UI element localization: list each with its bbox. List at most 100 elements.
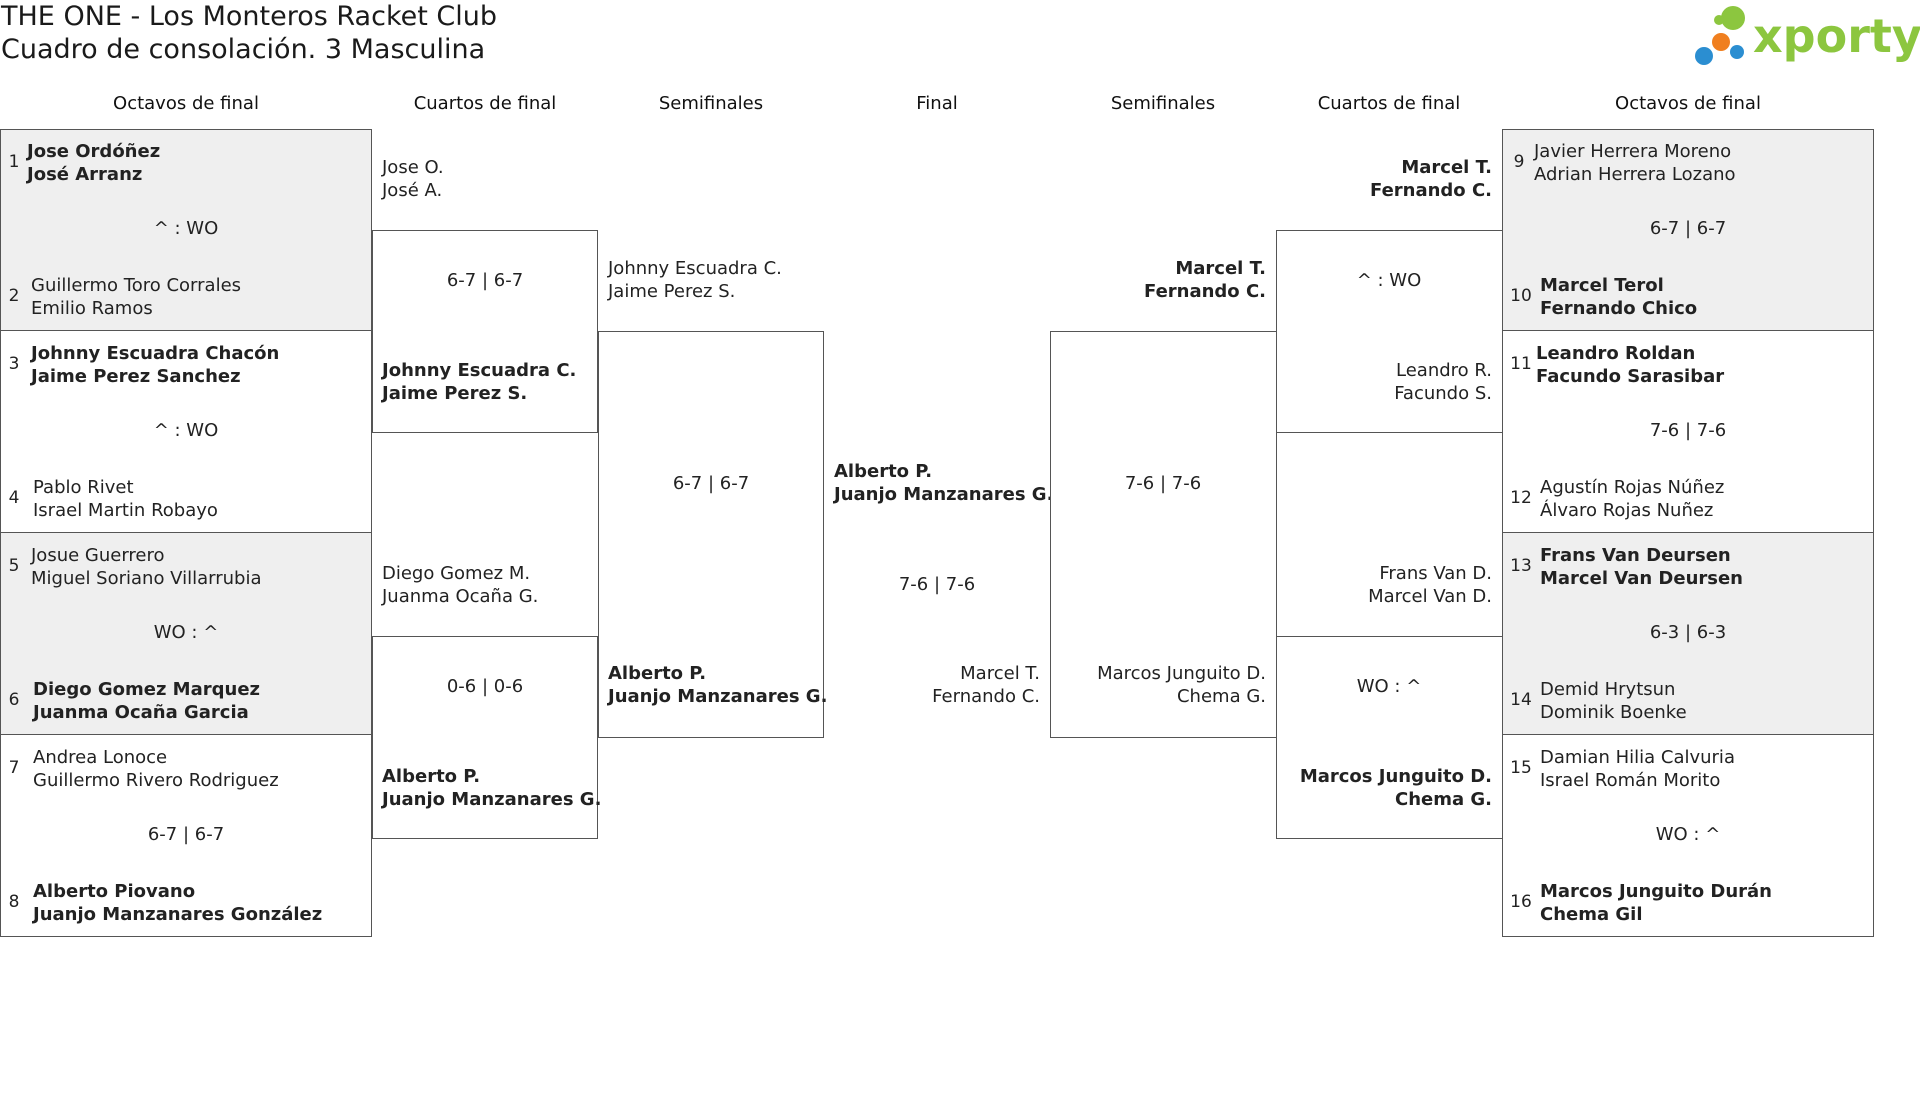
player-name[interactable]: Juanjo Manzanares G. <box>382 789 602 810</box>
player-name[interactable]: Jose O. <box>382 157 444 178</box>
player-name[interactable]: Andrea Lonoce <box>33 747 168 768</box>
player-name[interactable]: Chema G. <box>1394 789 1492 810</box>
logo-dot-orange-icon <box>1712 33 1730 51</box>
player-name[interactable]: Marcel Van Deursen <box>1540 568 1744 589</box>
player-name[interactable]: Alberto P. <box>382 766 481 787</box>
seed-number: 3 <box>8 354 20 374</box>
final-score: 7-6 | 7-6 <box>898 574 976 595</box>
player-name[interactable]: Johnny Escuadra C. <box>608 258 782 279</box>
player-name[interactable]: Guillermo Rivero Rodriguez <box>33 770 279 791</box>
player-name[interactable]: José A. <box>382 180 443 201</box>
player-name[interactable]: Marcos Junguito D. <box>1097 663 1266 684</box>
player-name[interactable]: Leandro R. <box>1396 360 1492 381</box>
col-header-left-r16: Octavos de final <box>113 93 259 114</box>
xporty-logo[interactable]: xporty <box>1693 2 1920 68</box>
seed-number: 15 <box>1510 758 1532 778</box>
player-name[interactable]: Pablo Rivet <box>33 477 134 498</box>
match-score: ^ : WO <box>153 218 219 239</box>
col-header-right-sf: Semifinales <box>1110 93 1216 114</box>
col-header-left-qf: Cuartos de final <box>413 93 557 114</box>
match-score: 6-3 | 6-3 <box>1649 622 1727 643</box>
col-header-final: Final <box>916 93 958 114</box>
player-name[interactable]: Dominik Boenke <box>1540 702 1687 723</box>
player-name[interactable]: Juanjo Manzanares G. <box>608 686 828 707</box>
player-name[interactable]: Fernando C. <box>1370 180 1492 201</box>
match-score: 0-6 | 0-6 <box>446 676 524 697</box>
player-name[interactable]: Marcos Junguito Durán <box>1540 881 1772 902</box>
player-name[interactable]: Alberto P. <box>608 663 707 684</box>
player-name[interactable]: Israel Martin Robayo <box>33 500 218 521</box>
player-name[interactable]: Jose Ordóñez <box>27 141 161 162</box>
player-name[interactable]: Facundo Sarasibar <box>1536 366 1725 387</box>
player-name[interactable]: Jaime Perez S. <box>382 383 528 404</box>
player-name[interactable]: Demid Hrytsun <box>1540 679 1676 700</box>
player-name[interactable]: Juanma Ocaña G. <box>382 586 539 607</box>
player-name[interactable]: Marcel Terol <box>1540 275 1664 296</box>
player-name[interactable]: Fernando C. <box>932 686 1040 707</box>
player-name[interactable]: Javier Herrera Moreno <box>1534 141 1732 162</box>
seed-number: 16 <box>1510 892 1532 912</box>
match-box-right-r16-3 <box>1502 532 1874 735</box>
player-name[interactable]: Diego Gomez M. <box>382 563 531 584</box>
match-box-right-qf-2 <box>1276 636 1503 839</box>
xporty-logo-mark: xporty <box>1695 6 1920 65</box>
logo-wordmark: xporty <box>1753 9 1920 63</box>
player-name[interactable]: Álvaro Rojas Nuñez <box>1540 500 1714 521</box>
player-name[interactable]: Miguel Soriano Villarrubia <box>31 568 262 589</box>
seed-number: 9 <box>1513 152 1525 172</box>
match-score: WO : ^ <box>1655 824 1721 845</box>
match-box-left-qf-2 <box>372 636 598 839</box>
seed-number: 7 <box>8 758 20 778</box>
match-box-left-r16-2 <box>0 330 372 533</box>
player-name[interactable]: Guillermo Toro Corrales <box>31 275 242 296</box>
player-name[interactable]: Facundo S. <box>1394 383 1492 404</box>
player-name[interactable]: Alberto Piovano <box>33 881 196 902</box>
match-box-left-r16-4 <box>0 734 372 937</box>
player-name[interactable]: Frans Van D. <box>1379 563 1492 584</box>
match-box-right-r16-1 <box>1502 129 1874 331</box>
player-name[interactable]: Chema Gil <box>1540 904 1643 925</box>
player-name[interactable]: Juanma Ocaña Garcia <box>33 702 249 723</box>
match-score: 6-7 | 6-7 <box>147 824 225 845</box>
logo-dot-green-icon <box>1721 6 1745 30</box>
match-box-right-r16-4 <box>1502 734 1874 937</box>
player-name[interactable]: Josue Guerrero <box>31 545 165 566</box>
player-name[interactable]: Juanjo Manzanares G. <box>834 484 1054 505</box>
player-name[interactable]: Emilio Ramos <box>31 298 153 319</box>
seed-number: 14 <box>1510 690 1532 710</box>
player-name[interactable]: Fernando Chico <box>1540 298 1698 319</box>
player-name[interactable]: Johnny Escuadra C. <box>382 360 577 381</box>
player-name[interactable]: Adrian Herrera Lozano <box>1534 164 1736 185</box>
player-name[interactable]: Marcos Junguito D. <box>1299 766 1492 787</box>
player-name[interactable]: José Arranz <box>27 164 143 185</box>
player-name[interactable]: Frans Van Deursen <box>1540 545 1731 566</box>
draw-subtitle: Cuadro de consolación. 3 Masculina <box>1 34 486 65</box>
seed-number: 13 <box>1510 556 1532 576</box>
player-name[interactable]: Jaime Perez S. <box>608 281 736 302</box>
seed-number: 12 <box>1510 488 1532 508</box>
seed-number: 1 <box>8 152 20 172</box>
seed-number: 10 <box>1510 286 1532 306</box>
logo-dot-green-small-icon <box>1714 15 1724 25</box>
logo-dot-blue-small-icon <box>1730 45 1744 59</box>
player-name[interactable]: Marcel T. <box>1401 157 1492 178</box>
player-name[interactable]: Marcel Van D. <box>1368 586 1492 607</box>
player-name[interactable]: Leandro Roldan <box>1536 343 1696 364</box>
tournament-title: THE ONE - Los Monteros Racket Club <box>1 1 498 32</box>
match-score: 7-6 | 7-6 <box>1649 420 1727 441</box>
player-name[interactable]: Marcel T. <box>960 663 1040 684</box>
player-name[interactable]: Chema G. <box>1176 686 1266 707</box>
match-score: 6-7 | 6-7 <box>446 270 524 291</box>
player-name[interactable]: Alberto P. <box>834 461 933 482</box>
player-name[interactable]: Marcel T. <box>1175 258 1266 279</box>
seed-number: 6 <box>8 690 20 710</box>
player-name[interactable]: Jaime Perez Sanchez <box>31 366 241 387</box>
player-name[interactable]: Johnny Escuadra Chacón <box>31 343 280 364</box>
player-name[interactable]: Damian Hilia Calvuria <box>1540 747 1735 768</box>
player-name[interactable]: Israel Román Morito <box>1540 770 1721 791</box>
player-name[interactable]: Fernando C. <box>1144 281 1266 302</box>
player-name[interactable]: Diego Gomez Marquez <box>33 679 261 700</box>
player-name[interactable]: Juanjo Manzanares González <box>33 904 323 925</box>
player-name[interactable]: Agustín Rojas Núñez <box>1540 477 1725 498</box>
seed-number: 8 <box>8 892 20 912</box>
